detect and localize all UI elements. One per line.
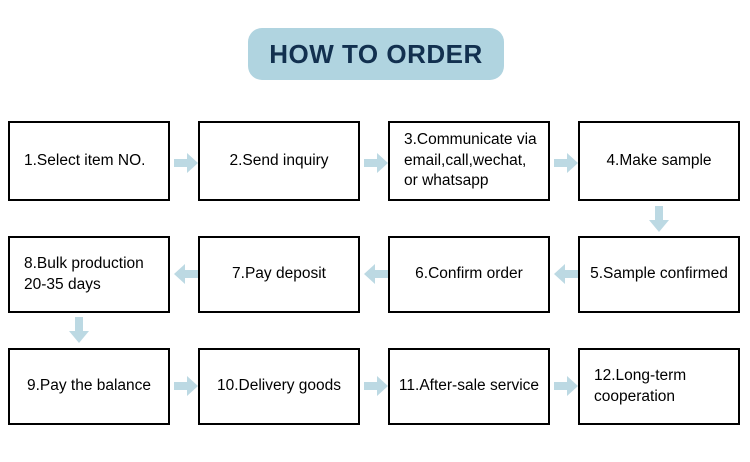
flow-step-8-label: 8.Bulk production 20-35 days: [24, 255, 144, 293]
arrow-right-icon: [554, 152, 578, 174]
flow-step-10-label: 10.Delivery goods: [216, 377, 342, 395]
flow-step-9[interactable]: 9.Pay the balance: [8, 348, 170, 425]
flow-step-11[interactable]: 11.After-sale service: [388, 348, 550, 425]
flow-step-10[interactable]: 10.Delivery goods: [198, 348, 360, 425]
flow-step-12-label: 12.Long-term cooperation: [594, 367, 687, 405]
arrow-left-icon: [554, 263, 578, 285]
flow-step-3-label: 3.Communicate via email,call,wechat, or …: [404, 131, 537, 190]
flow-step-5[interactable]: 5.Sample confirmed: [578, 236, 740, 313]
flow-step-2[interactable]: 2.Send inquiry: [198, 121, 360, 201]
flow-step-4-label: 4.Make sample: [606, 151, 712, 169]
flow-step-11-label: 11.After-sale service: [398, 377, 540, 395]
arrow-right-icon: [364, 375, 388, 397]
flow-step-2-label: 2.Send inquiry: [229, 151, 329, 169]
flow-step-6[interactable]: 6.Confirm order: [388, 236, 550, 313]
arrow-left-icon: [364, 263, 388, 285]
arrow-down-icon: [68, 317, 90, 343]
arrow-right-icon: [174, 152, 198, 174]
flow-step-7-label: 7.Pay deposit: [232, 265, 326, 283]
flow-step-1-label: 1.Select item NO.: [24, 151, 146, 169]
arrow-right-icon: [364, 152, 388, 174]
flow-step-6-label: 6.Confirm order: [415, 265, 523, 283]
header-banner: HOW TO ORDER: [248, 28, 504, 80]
flow-step-12[interactable]: 12.Long-term cooperation: [578, 348, 740, 425]
flow-step-4[interactable]: 4.Make sample: [578, 121, 740, 201]
flow-step-3[interactable]: 3.Communicate via email,call,wechat, or …: [388, 121, 550, 201]
arrow-right-icon: [174, 375, 198, 397]
flow-step-7[interactable]: 7.Pay deposit: [198, 236, 360, 313]
page-title: HOW TO ORDER: [269, 38, 483, 69]
flow-step-1[interactable]: 1.Select item NO.: [8, 121, 170, 201]
arrow-left-icon: [174, 263, 198, 285]
flow-step-5-label: 5.Sample confirmed: [590, 265, 728, 283]
arrow-down-icon: [648, 206, 670, 232]
arrow-right-icon: [554, 375, 578, 397]
flow-step-9-label: 9.Pay the balance: [26, 377, 152, 395]
flow-step-8[interactable]: 8.Bulk production 20-35 days: [8, 236, 170, 313]
